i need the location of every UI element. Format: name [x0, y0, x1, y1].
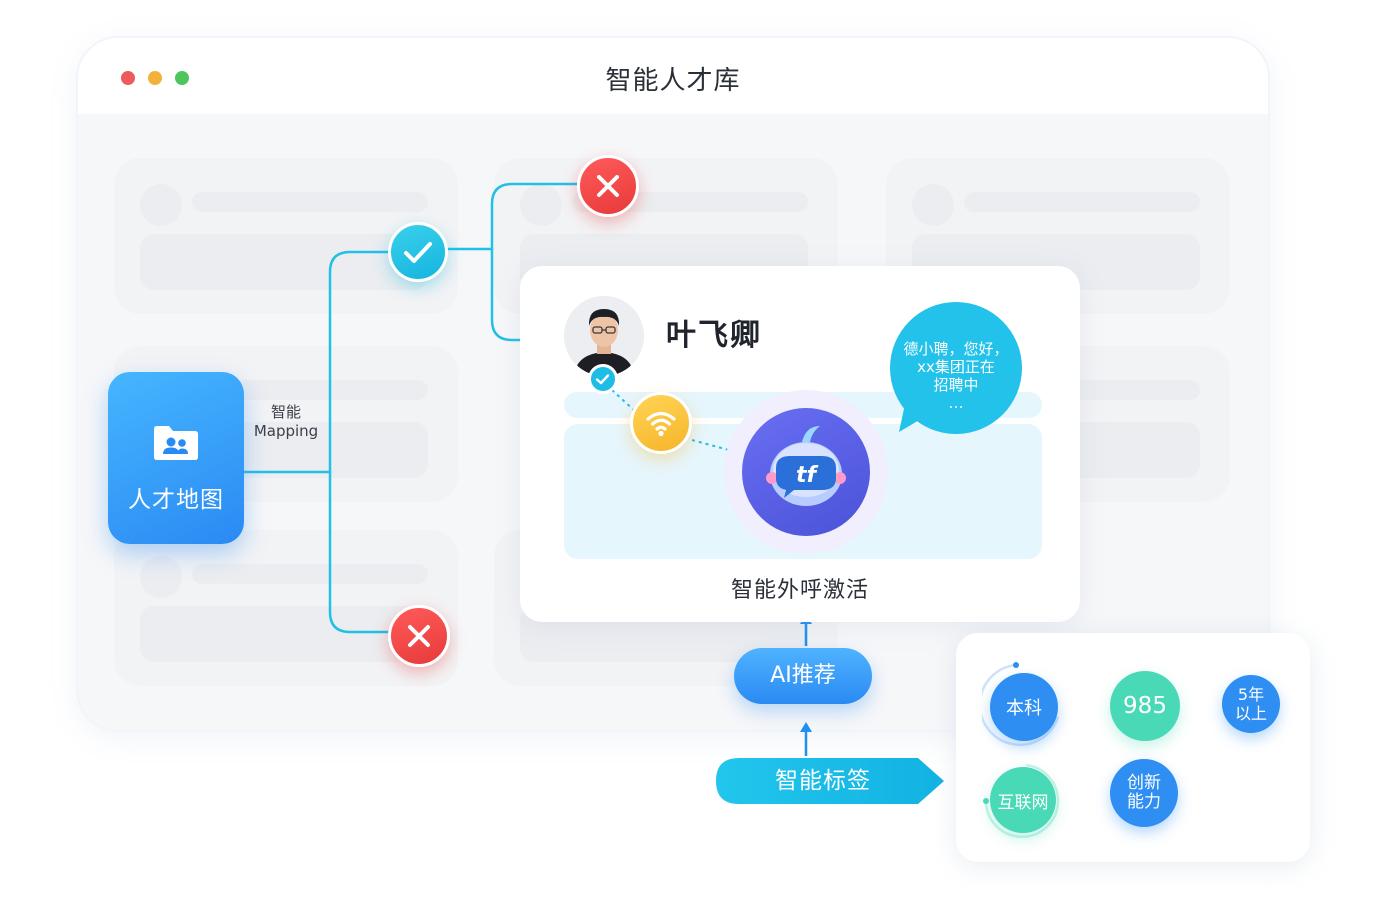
- tags-panel: 本科 985 5年 以上 互联网 创新 能力: [956, 633, 1310, 862]
- candidate-name: 叶飞卿: [666, 318, 762, 353]
- smart-mapping-label: 智能 Mapping: [250, 403, 322, 441]
- ai-recommend-button[interactable]: AI推荐: [734, 648, 872, 704]
- talent-map-label: 人才地图: [128, 487, 224, 513]
- tag-label: 985: [1123, 693, 1167, 719]
- passed-node: [388, 222, 448, 282]
- check-icon: [595, 374, 610, 385]
- talent-map-card[interactable]: 人才地图: [108, 372, 244, 544]
- check-icon: [404, 242, 432, 263]
- tag-label-line-1: 5年: [1237, 685, 1265, 704]
- tag-label-line-2: 能力: [1127, 792, 1161, 812]
- tag-orbit-ring: [983, 763, 1060, 838]
- tag-5-years-plus[interactable]: 5年 以上: [1222, 675, 1280, 733]
- people-folder-icon: [154, 426, 198, 460]
- smart-tags-button[interactable]: 智能标签: [716, 758, 946, 804]
- tag-bachelor[interactable]: 本科: [990, 673, 1058, 741]
- wifi-signal-icon: [646, 411, 676, 437]
- bubble-line: xx集团正在: [917, 358, 995, 376]
- close-window-dot[interactable]: [121, 71, 135, 85]
- speech-bubble: 德小聘，您好， xx集团正在 招聘中 …: [890, 302, 1022, 434]
- smart-tags-label: 智能标签: [775, 768, 871, 794]
- tag-label-line-2: 以上: [1234, 704, 1267, 723]
- verified-badge: [588, 364, 618, 394]
- tag-label: 本科: [1006, 698, 1042, 719]
- window-title: 智能人才库: [605, 66, 741, 96]
- ai-bot-avatar[interactable]: tf: [742, 408, 870, 536]
- person-photo-icon: [564, 296, 644, 376]
- tag-orbit-ring: [982, 662, 1060, 747]
- tag-label: 互联网: [997, 792, 1049, 813]
- call-connector: [611, 389, 737, 453]
- tag-label-line-1: 创新: [1127, 773, 1161, 793]
- mapping-line-1: 智能: [270, 403, 301, 421]
- title-bar: 智能人才库: [78, 38, 1268, 114]
- tag-internet[interactable]: 互联网: [990, 767, 1056, 833]
- maximize-window-dot[interactable]: [175, 71, 189, 85]
- bubble-line: 德小聘，您好，: [903, 340, 1009, 358]
- rejected-node-top: [577, 155, 639, 217]
- bubble-line: …: [948, 394, 964, 412]
- candidate-profile-card[interactable]: 叶飞卿 tf 德小聘，您好， xx集团正在 招聘中 … 智能外呼: [520, 266, 1080, 622]
- robot-tf-icon: tf: [766, 426, 846, 506]
- tag-innovation[interactable]: 创新 能力: [1110, 759, 1178, 827]
- bubble-line: 招聘中: [933, 376, 979, 394]
- close-icon: [597, 175, 619, 197]
- bot-text: tf: [796, 463, 819, 488]
- smart-call-label: 智能外呼激活: [730, 578, 869, 603]
- close-icon: [408, 625, 430, 647]
- avatar[interactable]: [564, 296, 644, 376]
- bubble-text: 德小聘，您好， xx集团正在 招聘中 …: [890, 340, 1022, 412]
- call-signal-node: [630, 392, 692, 454]
- mapping-line-2: Mapping: [253, 422, 319, 440]
- tag-985[interactable]: 985: [1110, 671, 1180, 741]
- arrow-banner-shape: [716, 758, 944, 804]
- minimize-window-dot[interactable]: [148, 71, 162, 85]
- rejected-node-bottom: [388, 605, 450, 667]
